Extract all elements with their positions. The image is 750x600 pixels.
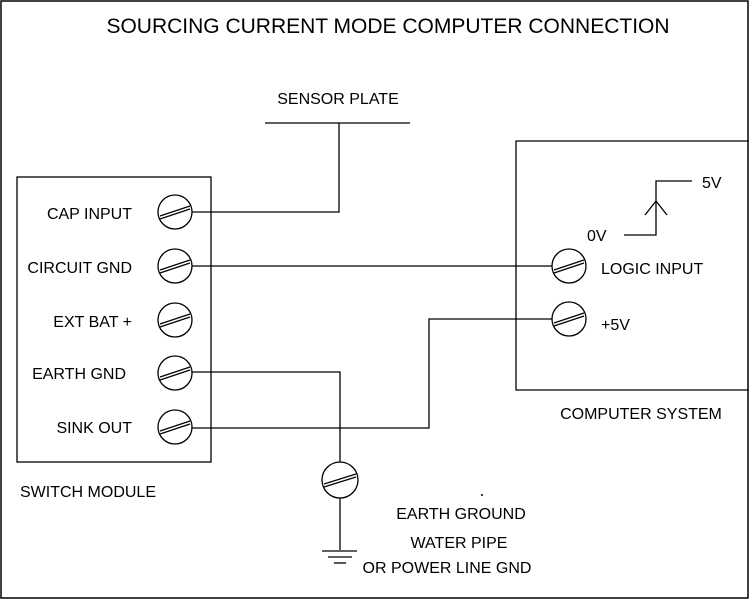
terminal-label-circuit-gnd: CIRCUIT GND — [27, 260, 132, 277]
screw-terminal-ext-bat-icon — [157, 302, 193, 338]
signal-high-label: 5V — [702, 175, 722, 192]
stray-dot — [481, 494, 483, 496]
diagram-title: SOURCING CURRENT MODE COMPUTER CONNECTIO… — [106, 15, 669, 38]
logic-input-label: LOGIC INPUT — [601, 261, 703, 278]
screw-terminal-circuit-gnd-icon — [157, 248, 193, 284]
screw-terminal-earth-ground-icon — [321, 461, 359, 499]
computer-system-label: COMPUTER SYSTEM — [560, 406, 722, 423]
terminal-label-ext-bat: EXT BAT + — [53, 314, 132, 331]
water-pipe-label: WATER PIPE — [411, 535, 508, 552]
plus-5v-label: +5V — [601, 317, 630, 334]
signal-low-label: 0V — [587, 228, 607, 245]
power-line-gnd-label: OR POWER LINE GND — [363, 560, 532, 577]
screw-terminal-cap-input-icon — [157, 194, 193, 230]
terminal-label-cap-input: CAP INPUT — [47, 206, 132, 223]
screw-terminal-logic-input-icon — [551, 248, 587, 284]
switch-module-box — [16, 176, 212, 463]
wire-earth-gnd-to-ground — [192, 371, 341, 462]
ground-symbol-icon — [322, 550, 357, 564]
screw-terminal-plus-5v-icon — [551, 301, 587, 337]
rising-edge-arrow — [644, 199, 668, 216]
screw-terminal-sink-out-icon — [157, 409, 193, 445]
earth-ground-label: EARTH GROUND — [396, 506, 526, 523]
switch-module-label: SWITCH MODULE — [20, 484, 156, 501]
wire-sensor-to-cap-input — [192, 123, 340, 213]
terminal-label-earth-gnd: EARTH GND — [32, 366, 126, 383]
step-signal — [624, 180, 692, 236]
terminal-label-sink-out: SINK OUT — [56, 420, 132, 437]
screw-terminal-earth-gnd-icon — [157, 355, 193, 391]
sensor-plate-label: SENSOR PLATE — [277, 91, 399, 108]
wire-sink-out-to-plus-5v — [192, 318, 552, 429]
